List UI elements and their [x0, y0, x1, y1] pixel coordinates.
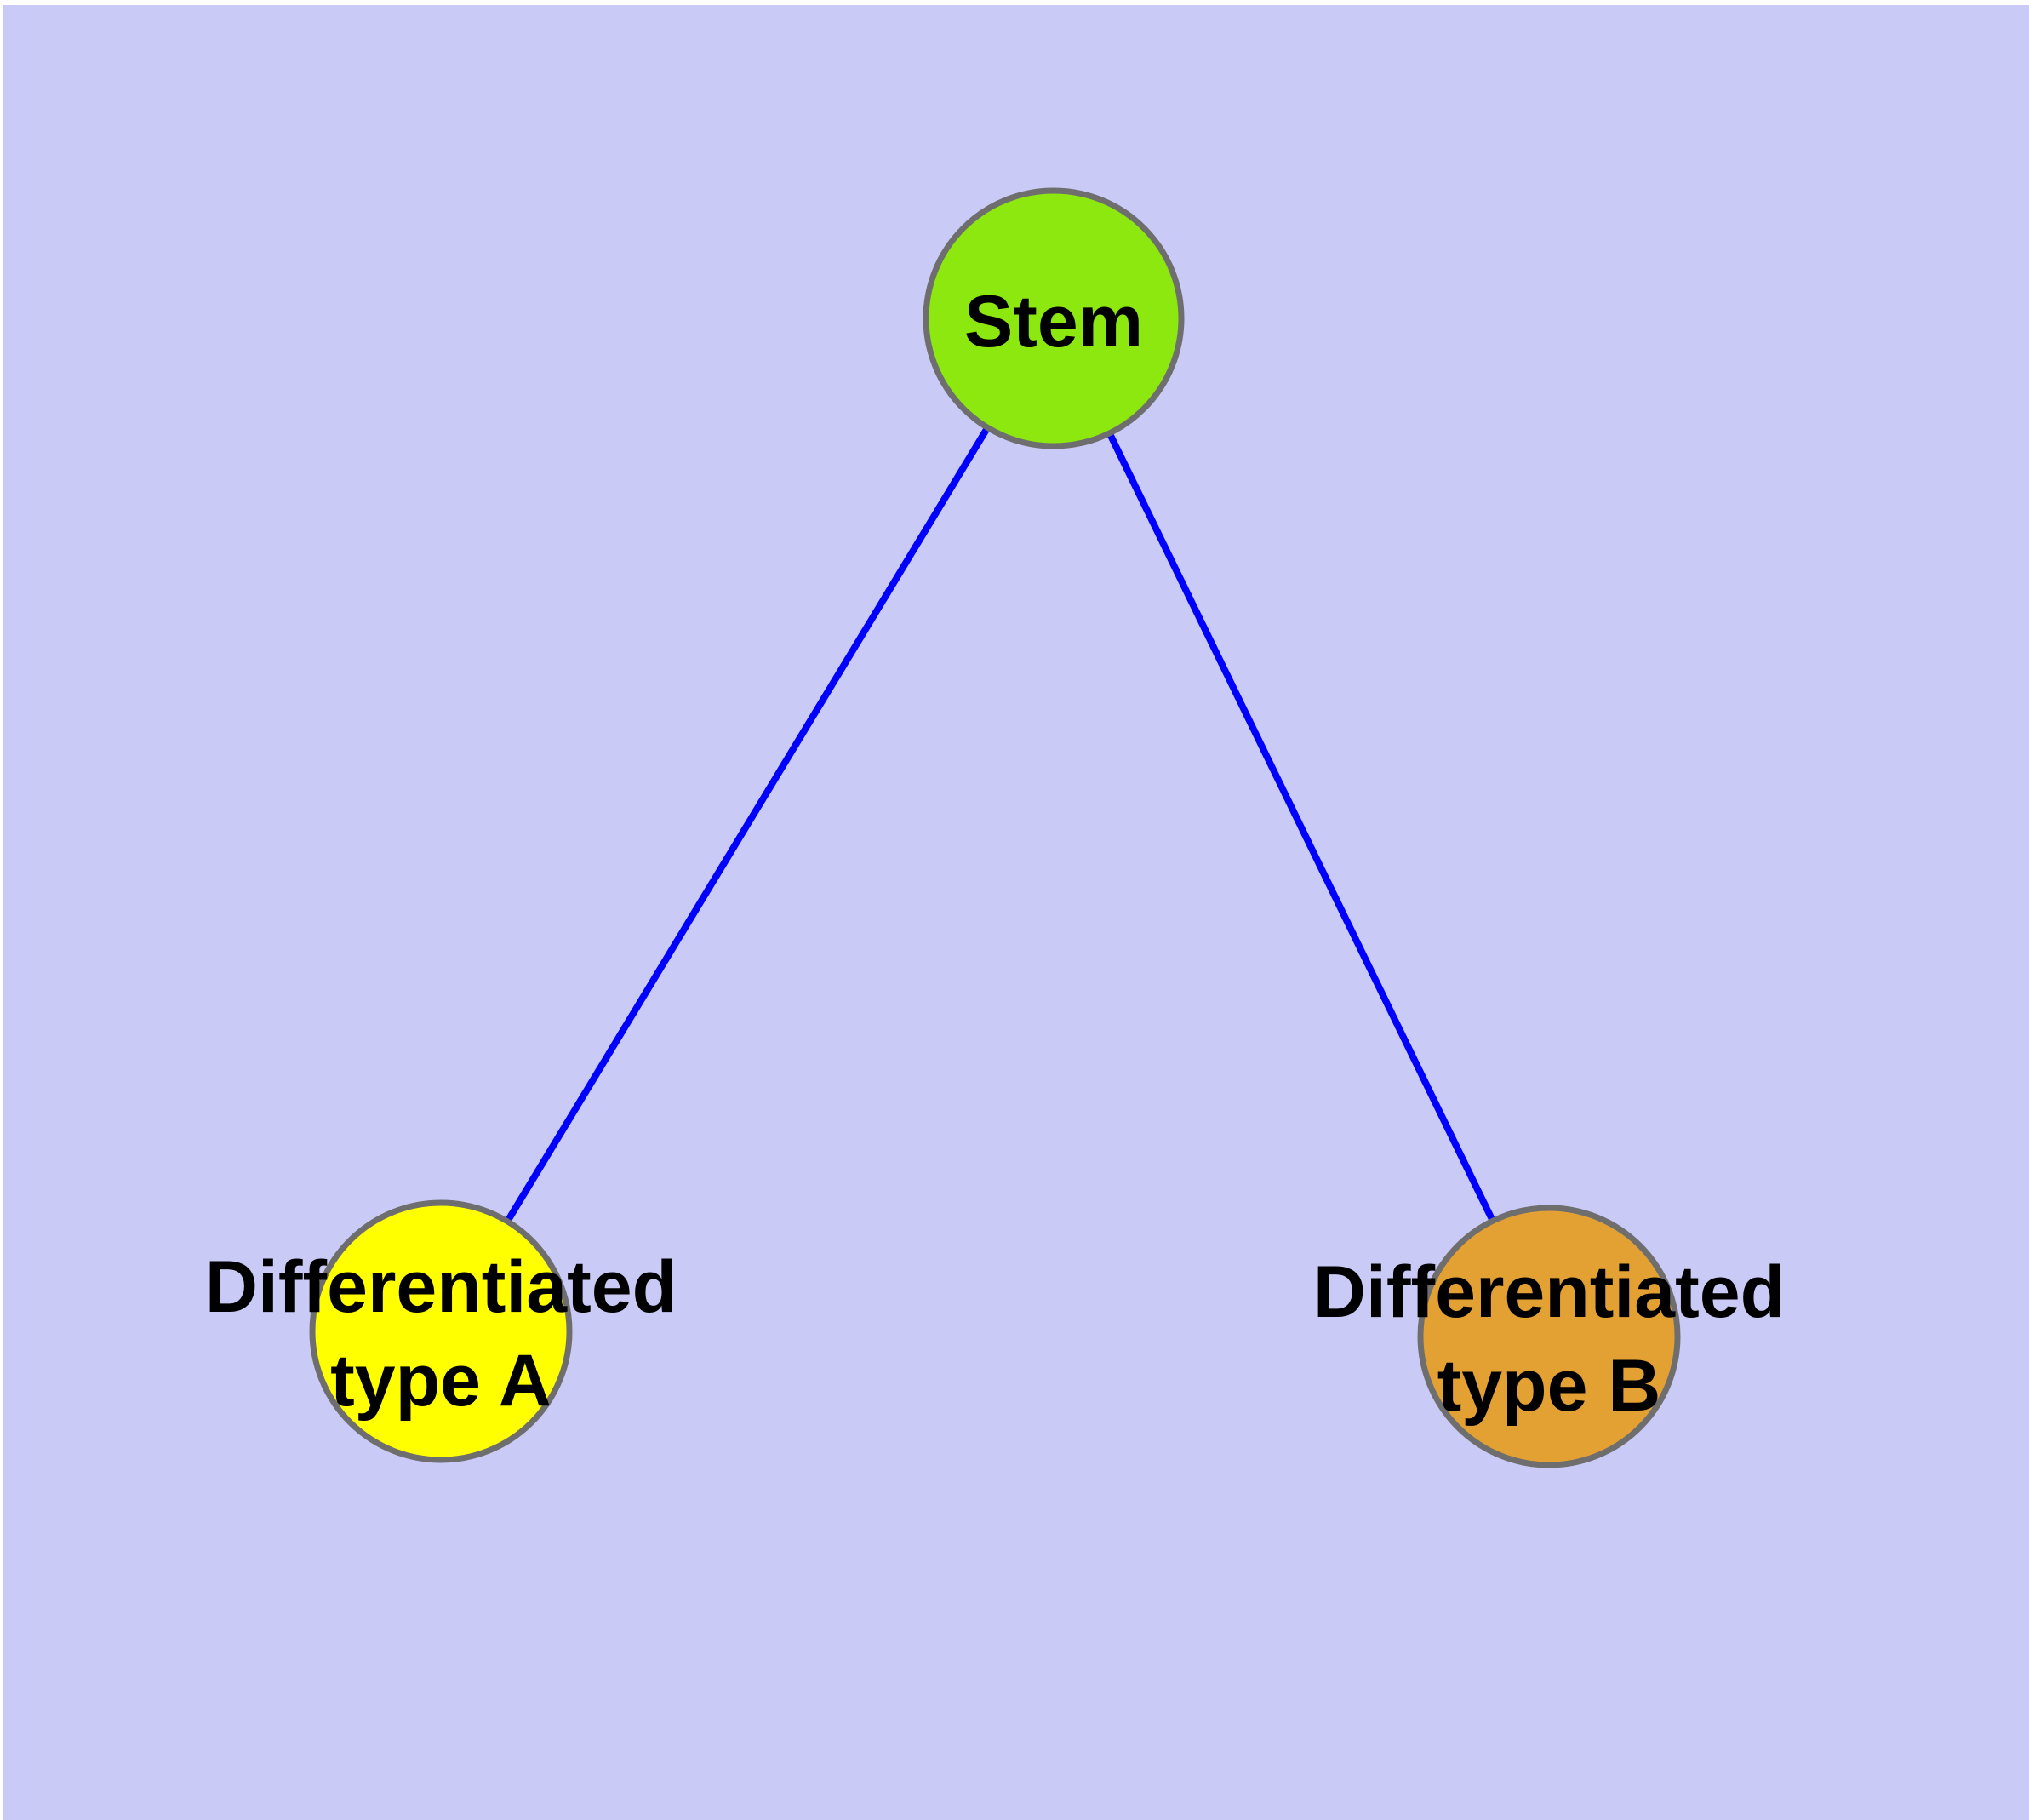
edge-stem-to-differentiated-type-b [1050, 317, 1552, 1338]
node-label-stem: Stem [964, 281, 1143, 363]
node-differentiated-type-b [1417, 1205, 1681, 1468]
edges-layer [437, 316, 1552, 1338]
node-stem [923, 187, 1185, 449]
nodes-layer [309, 187, 1681, 1468]
node-differentiated-type-a [309, 1199, 573, 1463]
edge-stem-to-differentiated-type-a [437, 316, 1057, 1334]
